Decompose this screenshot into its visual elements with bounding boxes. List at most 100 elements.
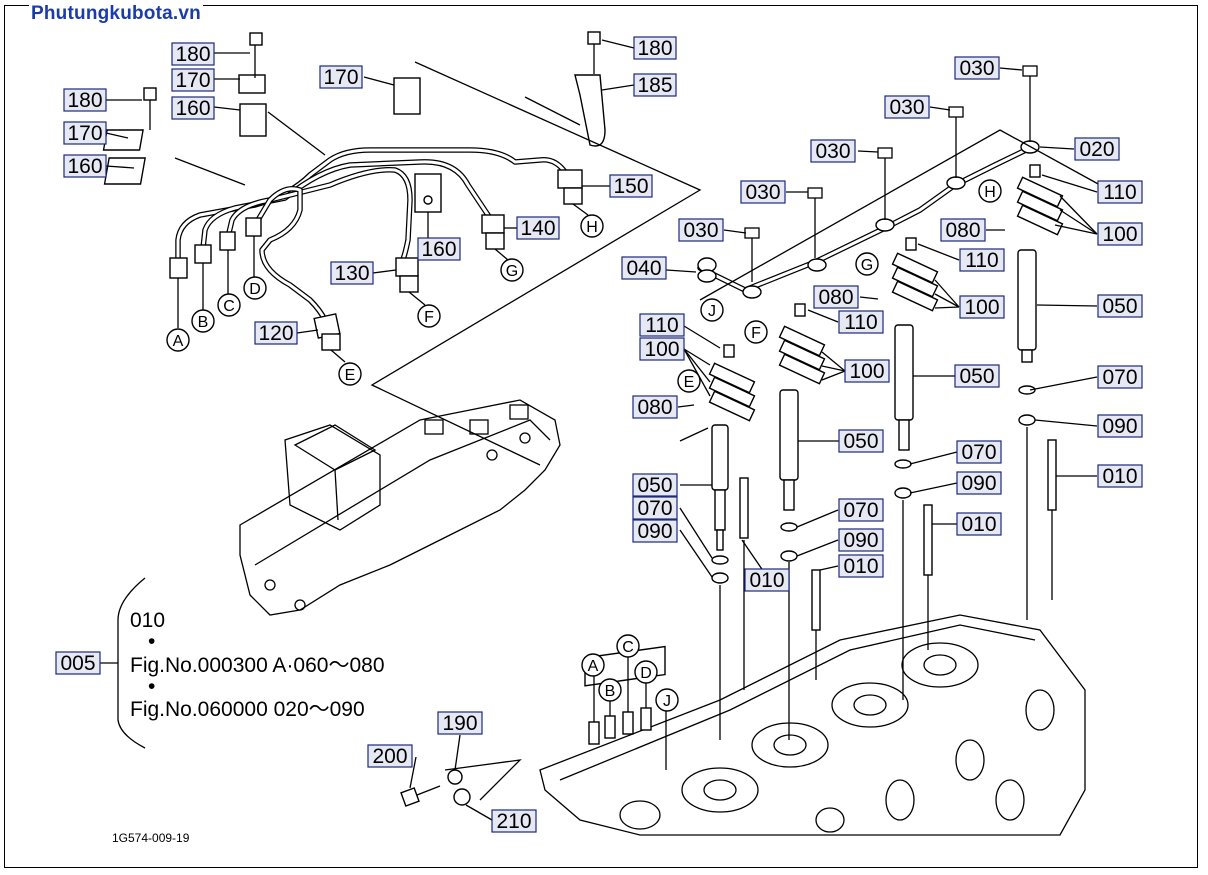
svg-text:160: 160 [421,238,456,261]
intake-manifold [239,399,561,616]
circle-callouts: A B C D E F G H J E F G H J A B C D [166,179,1002,712]
callout-circle: A [166,328,190,352]
svg-text:D: D [640,665,652,682]
part-label[interactable]: 130 [330,261,374,285]
svg-text:J: J [708,303,716,320]
callout-circle: A [581,653,605,677]
svg-text:090: 090 [1102,415,1137,438]
svg-text:030: 030 [815,140,850,163]
svg-text:A: A [588,658,599,675]
part-label[interactable]: 110 [1097,180,1143,204]
part-label[interactable]: 070 [838,498,884,522]
part-label[interactable]: 080 [940,218,986,242]
part-label[interactable]: 050 [838,429,884,453]
part-label[interactable]: 110 [838,310,884,334]
part-label[interactable]: 050 [954,364,1000,388]
callout-circle: H [580,214,604,238]
leader-lines [100,39,1098,821]
svg-text:070: 070 [637,497,672,520]
part-label[interactable]: 170 [171,68,215,92]
part-label[interactable]: 140 [516,216,560,240]
svg-text:170: 170 [175,69,210,92]
svg-text:170: 170 [323,66,358,89]
part-label[interactable]: 010 [1097,464,1143,488]
svg-text:030: 030 [745,181,780,204]
part-label[interactable]: 090 [632,519,678,543]
part-label[interactable]: 070 [1097,365,1143,389]
svg-text:010: 010 [1102,465,1137,488]
part-label[interactable]: 185 [633,73,677,97]
part-label[interactable]: 090 [956,471,1002,495]
note-line-3: Fig.No.060000 020～090 [130,698,365,721]
svg-text:100: 100 [1102,223,1137,246]
part-label[interactable]: 070 [632,496,678,520]
part-label[interactable]: 010 [838,554,884,578]
part-label[interactable]: 100 [959,295,1005,319]
site-title[interactable]: Phutungkubota.vn [29,3,203,25]
part-label[interactable]: 090 [838,528,884,552]
part-label[interactable]: 200 [367,744,413,768]
part-label[interactable]: 050 [632,473,678,497]
part-label[interactable]: 040 [621,256,667,280]
part-label[interactable]: 170 [63,121,107,145]
svg-text:110: 110 [1103,181,1136,204]
part-label[interactable]: 120 [254,321,298,345]
svg-text:G: G [506,263,518,280]
part-label[interactable]: 100 [1097,222,1143,246]
svg-text:180: 180 [637,37,672,60]
part-label[interactable]: 110 [959,248,1005,272]
part-label[interactable]: 005 [55,651,101,675]
svg-text:005: 005 [60,652,95,675]
part-label[interactable]: 210 [491,809,537,833]
svg-text:H: H [586,219,598,236]
part-label[interactable]: 100 [844,359,890,383]
part-label[interactable]: 010 [956,512,1002,536]
svg-text:100: 100 [644,338,679,361]
svg-text:185: 185 [637,74,672,97]
svg-text:110: 110 [844,311,877,334]
part-label[interactable]: 020 [1074,137,1120,161]
part-label[interactable]: 010 [744,568,790,592]
leak-off-pipe [697,65,1101,301]
part-label[interactable]: 030 [884,95,930,119]
svg-text:030: 030 [959,57,994,80]
injection-pipes-group [102,31,702,466]
part-label[interactable]: 110 [639,313,685,337]
part-label[interactable]: 030 [954,56,1000,80]
svg-text:F: F [751,325,761,342]
part-label[interactable]: 180 [63,88,107,112]
svg-text:J: J [663,693,671,710]
part-label[interactable]: 160 [63,154,107,178]
note-line-2: Fig.No.000300 A·060～080 [130,654,385,677]
part-label[interactable]: 030 [678,218,724,242]
svg-text:050: 050 [843,430,878,453]
part-label[interactable]: 100 [639,337,685,361]
svg-text:010: 010 [961,513,996,536]
note-dot-1: • [148,630,155,653]
part-label[interactable]: 080 [632,395,678,419]
part-label[interactable]: 070 [956,440,1002,464]
svg-text:B: B [605,683,616,700]
part-label[interactable]: 160 [171,96,215,120]
svg-text:F: F [424,309,434,326]
part-label[interactable]: 050 [1097,294,1143,318]
part-label[interactable]: 180 [171,42,215,66]
svg-text:070: 070 [843,499,878,522]
part-label[interactable]: 030 [810,139,856,163]
part-label[interactable]: 180 [633,36,677,60]
svg-text:130: 130 [334,262,369,285]
svg-text:A: A [173,333,184,350]
callout-circle: C [616,634,640,658]
note-dot-2: • [148,675,155,698]
callout-circle: C [217,293,241,317]
part-label[interactable]: 190 [437,711,483,735]
part-label[interactable]: 080 [813,285,859,309]
part-label[interactable]: 090 [1097,414,1143,438]
svg-text:160: 160 [67,155,102,178]
part-label[interactable]: 030 [740,180,786,204]
part-label[interactable]: 170 [319,65,363,89]
injectors [708,164,1064,740]
part-label[interactable]: 150 [609,174,653,198]
cylinder-head [400,614,1086,836]
part-label[interactable]: 160 [417,237,461,261]
